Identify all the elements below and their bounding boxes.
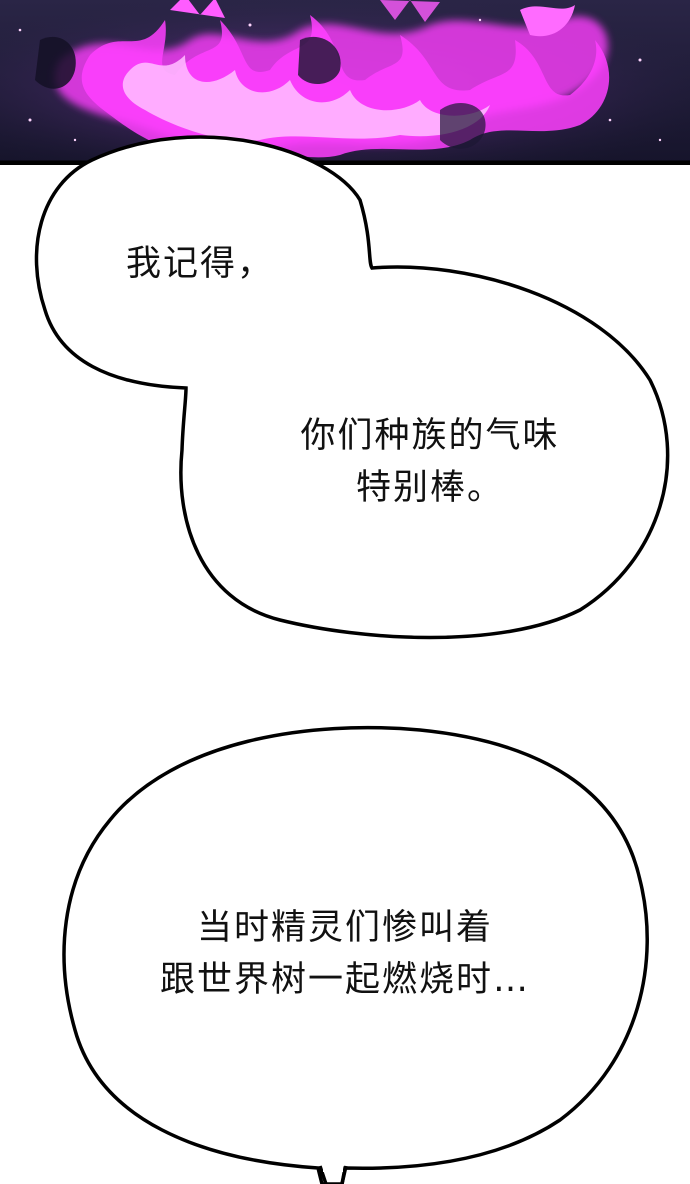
dialogue-line: 跟世界树一起燃烧时… [159,960,530,1000]
comic-panel-art [0,0,690,165]
dialogue-line: 你们种族的气味 [300,416,560,456]
dialogue-line: 我记得， [126,244,275,284]
purple-flame-illustration [0,0,690,165]
speech-balloon-1-2-shape [34,135,670,640]
dialogue-line: 特别棒。 [355,468,504,508]
speech-balloon-1: 我记得， [126,238,274,290]
dialogue-line: 当时精灵们惨叫着 [196,908,493,948]
speech-balloon-2: 你们种族的气味 特别棒。 [270,410,590,514]
speech-balloon-3-shape [62,725,649,1184]
flame-shapes [18,0,662,158]
speech-balloon-3: 当时精灵们惨叫着 跟世界树一起燃烧时… [120,902,570,1006]
